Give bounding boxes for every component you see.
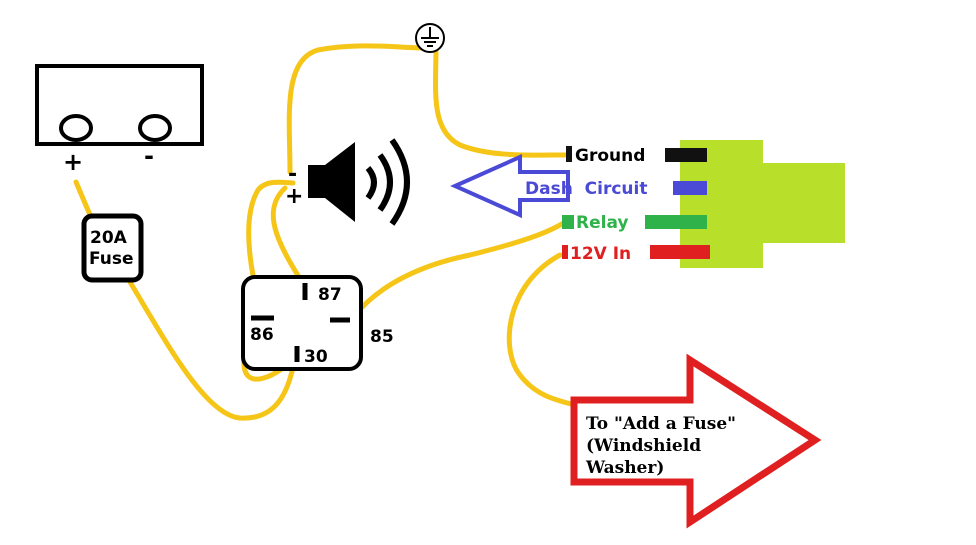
fuse-label-rating: 20A	[90, 228, 128, 248]
wire-ground-to-connector	[433, 45, 568, 158]
sound-wave-icon	[389, 138, 410, 226]
wire-battery-to-fuse	[73, 179, 93, 218]
speaker-positive-label: +	[285, 184, 303, 209]
sound-wave-icon	[365, 166, 377, 200]
relay-pin-86-label: 86	[250, 325, 274, 345]
speaker-negative-label: -	[288, 162, 297, 187]
relay-wire-stub	[645, 215, 707, 229]
dash-circuit-label: Dash Circuit	[525, 179, 647, 199]
power-in-label: 12V In	[570, 244, 631, 264]
fuse-destination-arrow: To "Add a Fuse" (Windshield Washer)	[570, 353, 822, 529]
connector: Ground Dash Circuit Relay 12V In	[525, 140, 845, 268]
red-arrow-shape	[570, 353, 822, 529]
connector-tab	[763, 163, 845, 243]
speaker: - +	[285, 138, 410, 226]
wire-speaker-negative-to-ground	[286, 43, 428, 175]
fuse-arrow-line2: (Windshield	[586, 436, 701, 456]
dash-wire-stub	[673, 181, 707, 195]
fuse-arrow-line3: Washer)	[585, 458, 664, 478]
battery-positive-terminal	[59, 114, 93, 142]
power-wire-stub	[650, 245, 710, 259]
relay-pin-30-label: 30	[304, 347, 328, 367]
wire-relay-85-to-connector	[352, 219, 568, 318]
battery-negative-terminal	[138, 114, 172, 142]
fuse-arrow-line1: To "Add a Fuse"	[586, 414, 736, 434]
fuse-label-name: Fuse	[89, 249, 134, 269]
fuse: 20A Fuse	[81, 213, 144, 283]
ground-wire-stub	[665, 148, 707, 162]
relay-body	[241, 275, 363, 371]
battery-negative-label: -	[144, 142, 154, 170]
wire-12v-to-fuse	[506, 252, 578, 408]
ground-pin	[566, 146, 572, 162]
wire-fuse-to-relay-30	[127, 279, 299, 421]
battery: + -	[35, 64, 204, 176]
relay: 87 86 30 85	[241, 275, 394, 371]
battery-positive-label: +	[63, 148, 83, 176]
wire-relay-87-to-speaker-positive	[270, 185, 307, 288]
relay-label: Relay	[576, 213, 628, 233]
relay-pin-87-label: 87	[318, 285, 342, 305]
sound-wave-icon	[377, 153, 393, 212]
power-pin	[562, 245, 568, 259]
relay-pin	[562, 215, 574, 229]
battery-body	[35, 64, 204, 146]
speaker-icon	[308, 142, 355, 222]
dash-circuit-arrow	[450, 153, 570, 219]
fuse-body	[81, 213, 144, 283]
relay-pin-85-label: 85	[370, 327, 394, 347]
ground-symbol	[415, 23, 445, 53]
ground-label: Ground	[575, 146, 645, 166]
